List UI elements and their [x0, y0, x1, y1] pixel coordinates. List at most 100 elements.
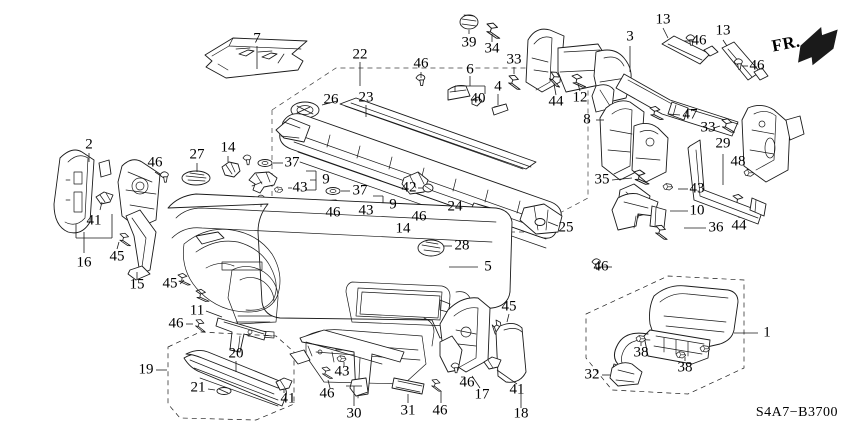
- callout-number-48: 48: [730, 153, 746, 170]
- part-2-tab: [98, 159, 112, 178]
- part-number-label: S4A7−B3700: [755, 405, 838, 420]
- callout-number-13: 13: [655, 11, 671, 28]
- callout-number-8: 8: [583, 111, 591, 128]
- part-40-shape: [447, 85, 483, 107]
- callout-number-35: 35: [594, 171, 610, 188]
- callout-number-1: 1: [763, 324, 771, 341]
- callout-number-32: 32: [584, 366, 600, 383]
- callout-number-45: 45: [501, 298, 517, 315]
- callout-number-40: 40: [470, 90, 486, 107]
- part-30-shape: [289, 329, 405, 399]
- callout-number-39: 39: [461, 34, 477, 51]
- callout-number-3: 3: [626, 28, 634, 45]
- part-7-shape: [204, 37, 308, 79]
- callout-number-21: 21: [190, 379, 206, 396]
- callout-number-14: 14: [395, 220, 411, 237]
- part-27-shape: [181, 170, 211, 186]
- part-4-shape: [491, 103, 509, 116]
- callout-number-43: 43: [358, 202, 374, 219]
- callout-number-31: 31: [400, 402, 416, 419]
- callout-number-46: 46: [325, 204, 341, 221]
- part-9-group-left: [248, 159, 284, 205]
- callout-number-47: 47: [682, 106, 698, 123]
- callout-number-19: 19: [138, 361, 154, 378]
- callout-number-33: 33: [506, 51, 522, 68]
- part-21-shape: [216, 387, 232, 395]
- part-39-shape: [459, 14, 479, 30]
- callout-number-7: 7: [253, 30, 261, 47]
- callout-number-16: 16: [76, 254, 92, 271]
- part-29-shape: [687, 139, 767, 225]
- part-20-shape: [183, 349, 287, 407]
- callout-number-4: 4: [494, 78, 502, 95]
- callout-number-43: 43: [689, 180, 705, 197]
- part-14-shape-left: [221, 161, 241, 178]
- callout-number-24: 24: [447, 198, 463, 215]
- callout-number-34: 34: [484, 40, 500, 57]
- callout-number-37: 37: [352, 182, 368, 199]
- callout-number-13: 13: [715, 22, 731, 39]
- part-11-shape: [215, 317, 267, 353]
- callout-number-38: 38: [633, 344, 649, 361]
- callout-number-20: 20: [228, 345, 244, 362]
- part-15-shape: [117, 159, 161, 281]
- callout-number-44: 44: [548, 93, 564, 110]
- callout-number-26: 26: [323, 91, 339, 108]
- callout-number-46: 46: [168, 315, 184, 332]
- callout-number-9: 9: [322, 171, 330, 188]
- part-22-shape: [275, 113, 563, 249]
- callout-number-37: 37: [284, 154, 300, 171]
- part-13-shape-a: [661, 35, 719, 65]
- part-18-shape: [495, 323, 527, 383]
- part-28-shape: [417, 239, 445, 257]
- part-41-shape-side: [483, 356, 502, 370]
- part-41-shape-glove: [275, 377, 293, 391]
- part-41-shape-left: [95, 191, 114, 205]
- callout-number-36: 36: [708, 219, 724, 236]
- callout-number-12: 12: [572, 89, 588, 106]
- callout-number-14: 14: [220, 139, 236, 156]
- part-32-shape: [609, 362, 643, 387]
- callout-number-46: 46: [319, 385, 335, 402]
- part-10-shape: [611, 193, 667, 231]
- callout-number-17: 17: [474, 386, 490, 403]
- callout-number-2: 2: [85, 136, 93, 153]
- callout-number-33: 33: [700, 119, 716, 136]
- callout-number-45: 45: [162, 275, 178, 292]
- right-end-plate: [741, 105, 805, 183]
- callout-number-46: 46: [593, 258, 609, 275]
- callout-number-42: 42: [401, 179, 417, 196]
- callout-number-43: 43: [292, 179, 308, 196]
- callout-number-25: 25: [558, 219, 574, 236]
- callout-number-15: 15: [129, 276, 145, 293]
- callout-number-28: 28: [454, 237, 470, 254]
- callout-number-29: 29: [715, 135, 731, 152]
- callout-number-22: 22: [352, 46, 368, 63]
- callout-number-41: 41: [86, 212, 102, 229]
- callout-number-5: 5: [484, 258, 492, 275]
- callout-number-46: 46: [691, 32, 707, 49]
- callout-number-41: 41: [509, 381, 525, 398]
- callout-number-11: 11: [189, 302, 205, 319]
- callout-number-30: 30: [346, 405, 362, 422]
- callout-number-46: 46: [411, 208, 427, 225]
- callout-number-46: 46: [432, 402, 448, 419]
- part-23-shape: [339, 97, 537, 170]
- callout-number-27: 27: [189, 146, 205, 163]
- callout-number-6: 6: [466, 61, 474, 78]
- callout-number-46: 46: [459, 374, 475, 391]
- callout-number-41: 41: [280, 390, 296, 407]
- part-42-shape: [422, 183, 434, 193]
- part-31-shape: [391, 377, 425, 395]
- callout-number-38: 38: [677, 359, 693, 376]
- fr-arrow-icon: [798, 27, 838, 66]
- part-2-shape: [53, 149, 95, 234]
- callout-number-18: 18: [513, 405, 529, 422]
- callout-number-23: 23: [358, 89, 374, 106]
- callout-number-43: 43: [334, 363, 350, 380]
- callout-number-46: 46: [413, 55, 429, 72]
- callout-number-44: 44: [731, 217, 747, 234]
- part-3-shape: [525, 28, 739, 137]
